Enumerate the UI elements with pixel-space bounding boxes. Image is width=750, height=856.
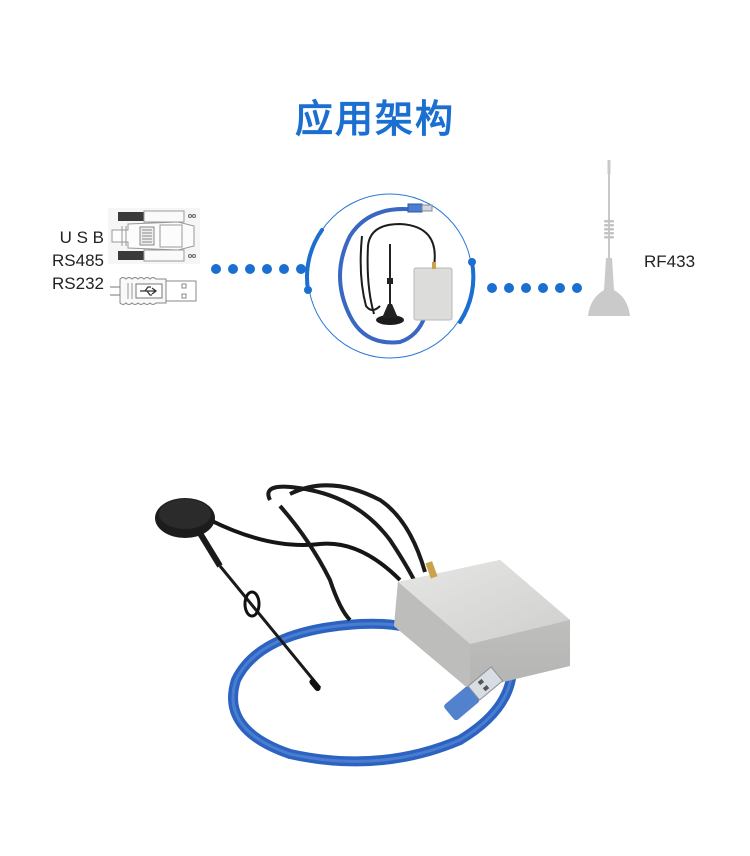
connector-dot <box>538 283 548 293</box>
connector-dot <box>487 283 497 293</box>
connector-dot <box>521 283 531 293</box>
usb-plug-icon <box>110 277 197 305</box>
rf433-usb-module-product-icon <box>304 193 476 359</box>
connector-dot <box>572 283 582 293</box>
label-usb: U S B <box>59 228 104 247</box>
connector-dot <box>555 283 565 293</box>
label-rf433: RF433 <box>644 252 696 271</box>
left-connector-dots <box>211 264 306 274</box>
sucker-antenna-icon <box>588 160 630 316</box>
connector-dot <box>504 283 514 293</box>
connector-dot <box>279 264 289 274</box>
connector-dot <box>228 264 238 274</box>
rf433-usb-module-with-antenna-photo <box>155 483 570 767</box>
label-rs485: RS485 <box>52 251 104 270</box>
page-title: 应用架构 <box>294 97 455 141</box>
connector-dot <box>296 264 306 274</box>
connector-dot <box>262 264 272 274</box>
connector-dot <box>211 264 221 274</box>
connector-dot <box>245 264 255 274</box>
right-connector-dots <box>487 283 582 293</box>
db9-serial-connector-icon <box>108 208 200 264</box>
label-rs232: RS232 <box>52 274 104 293</box>
